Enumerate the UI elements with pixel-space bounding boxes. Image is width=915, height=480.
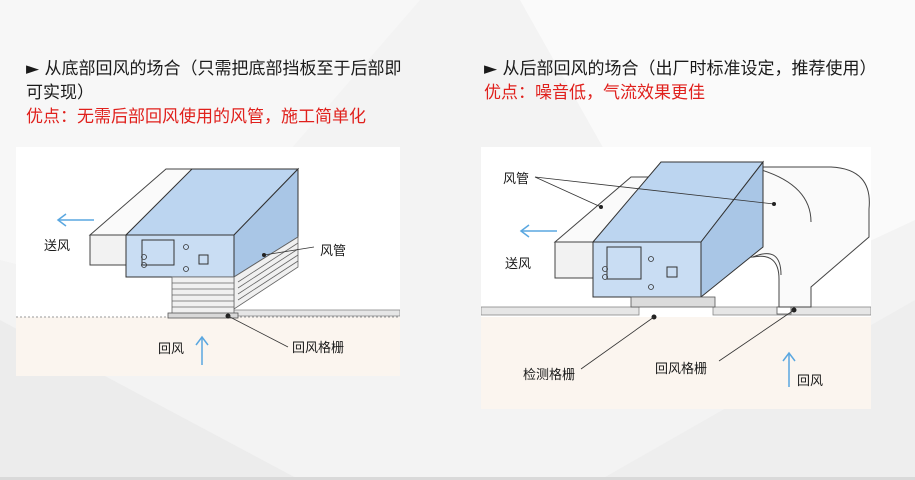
left-heading: ► 从底部回风的场合（只需把底部挡板至于后部即可实现） — [26, 59, 402, 103]
floor-area — [481, 317, 871, 409]
flex-duct-bottom — [171, 276, 235, 316]
supply-arrow — [519, 224, 557, 238]
return-grille — [167, 312, 239, 319]
supply-arrow — [56, 213, 94, 227]
indoor-unit — [124, 167, 300, 278]
footer-divider — [0, 477, 915, 480]
left-grille-label: 回风格栅 — [292, 340, 344, 356]
ceiling-board-left — [480, 306, 640, 316]
right-caption: ► 从后部回风的场合（出厂时标准设定，推荐使用） 优点：噪音低，气流效果更佳 — [484, 57, 877, 105]
right-return-label: 回风 — [797, 374, 823, 389]
right-inspection-label: 检测格栅 — [523, 367, 575, 383]
bottom-return-diagram: 送风 风管 回风 回风格栅 — [16, 147, 401, 376]
inspection-grille — [630, 296, 716, 308]
left-caption: ► 从底部回风的场合（只需把底部挡板至于后部即可实现） 优点：无需后部回风使用的… — [26, 57, 406, 129]
flex-duct-side — [233, 236, 299, 310]
return-arrow — [782, 351, 796, 387]
left-duct-label: 风管 — [320, 244, 346, 259]
left-supply-label: 送风 — [44, 239, 70, 254]
right-advantage: 优点：噪音低，气流效果更佳 — [484, 83, 705, 103]
floor-area — [16, 317, 400, 376]
return-arrow — [195, 335, 209, 365]
right-heading: ► 从后部回风的场合（出厂时标准设定，推荐使用） — [484, 59, 877, 79]
rear-return-diagram: 风管 送风 检测格栅 回风格栅 回风 — [480, 147, 872, 409]
left-return-label: 回风 — [158, 342, 184, 357]
ceiling-board — [230, 309, 401, 317]
right-duct-label: 风管 — [503, 172, 529, 187]
right-supply-label: 送风 — [505, 257, 531, 272]
indoor-unit — [591, 160, 765, 299]
right-grille-label: 回风格栅 — [655, 361, 707, 377]
left-advantage: 优点：无需后部回风使用的风管，施工简单化 — [26, 107, 366, 127]
